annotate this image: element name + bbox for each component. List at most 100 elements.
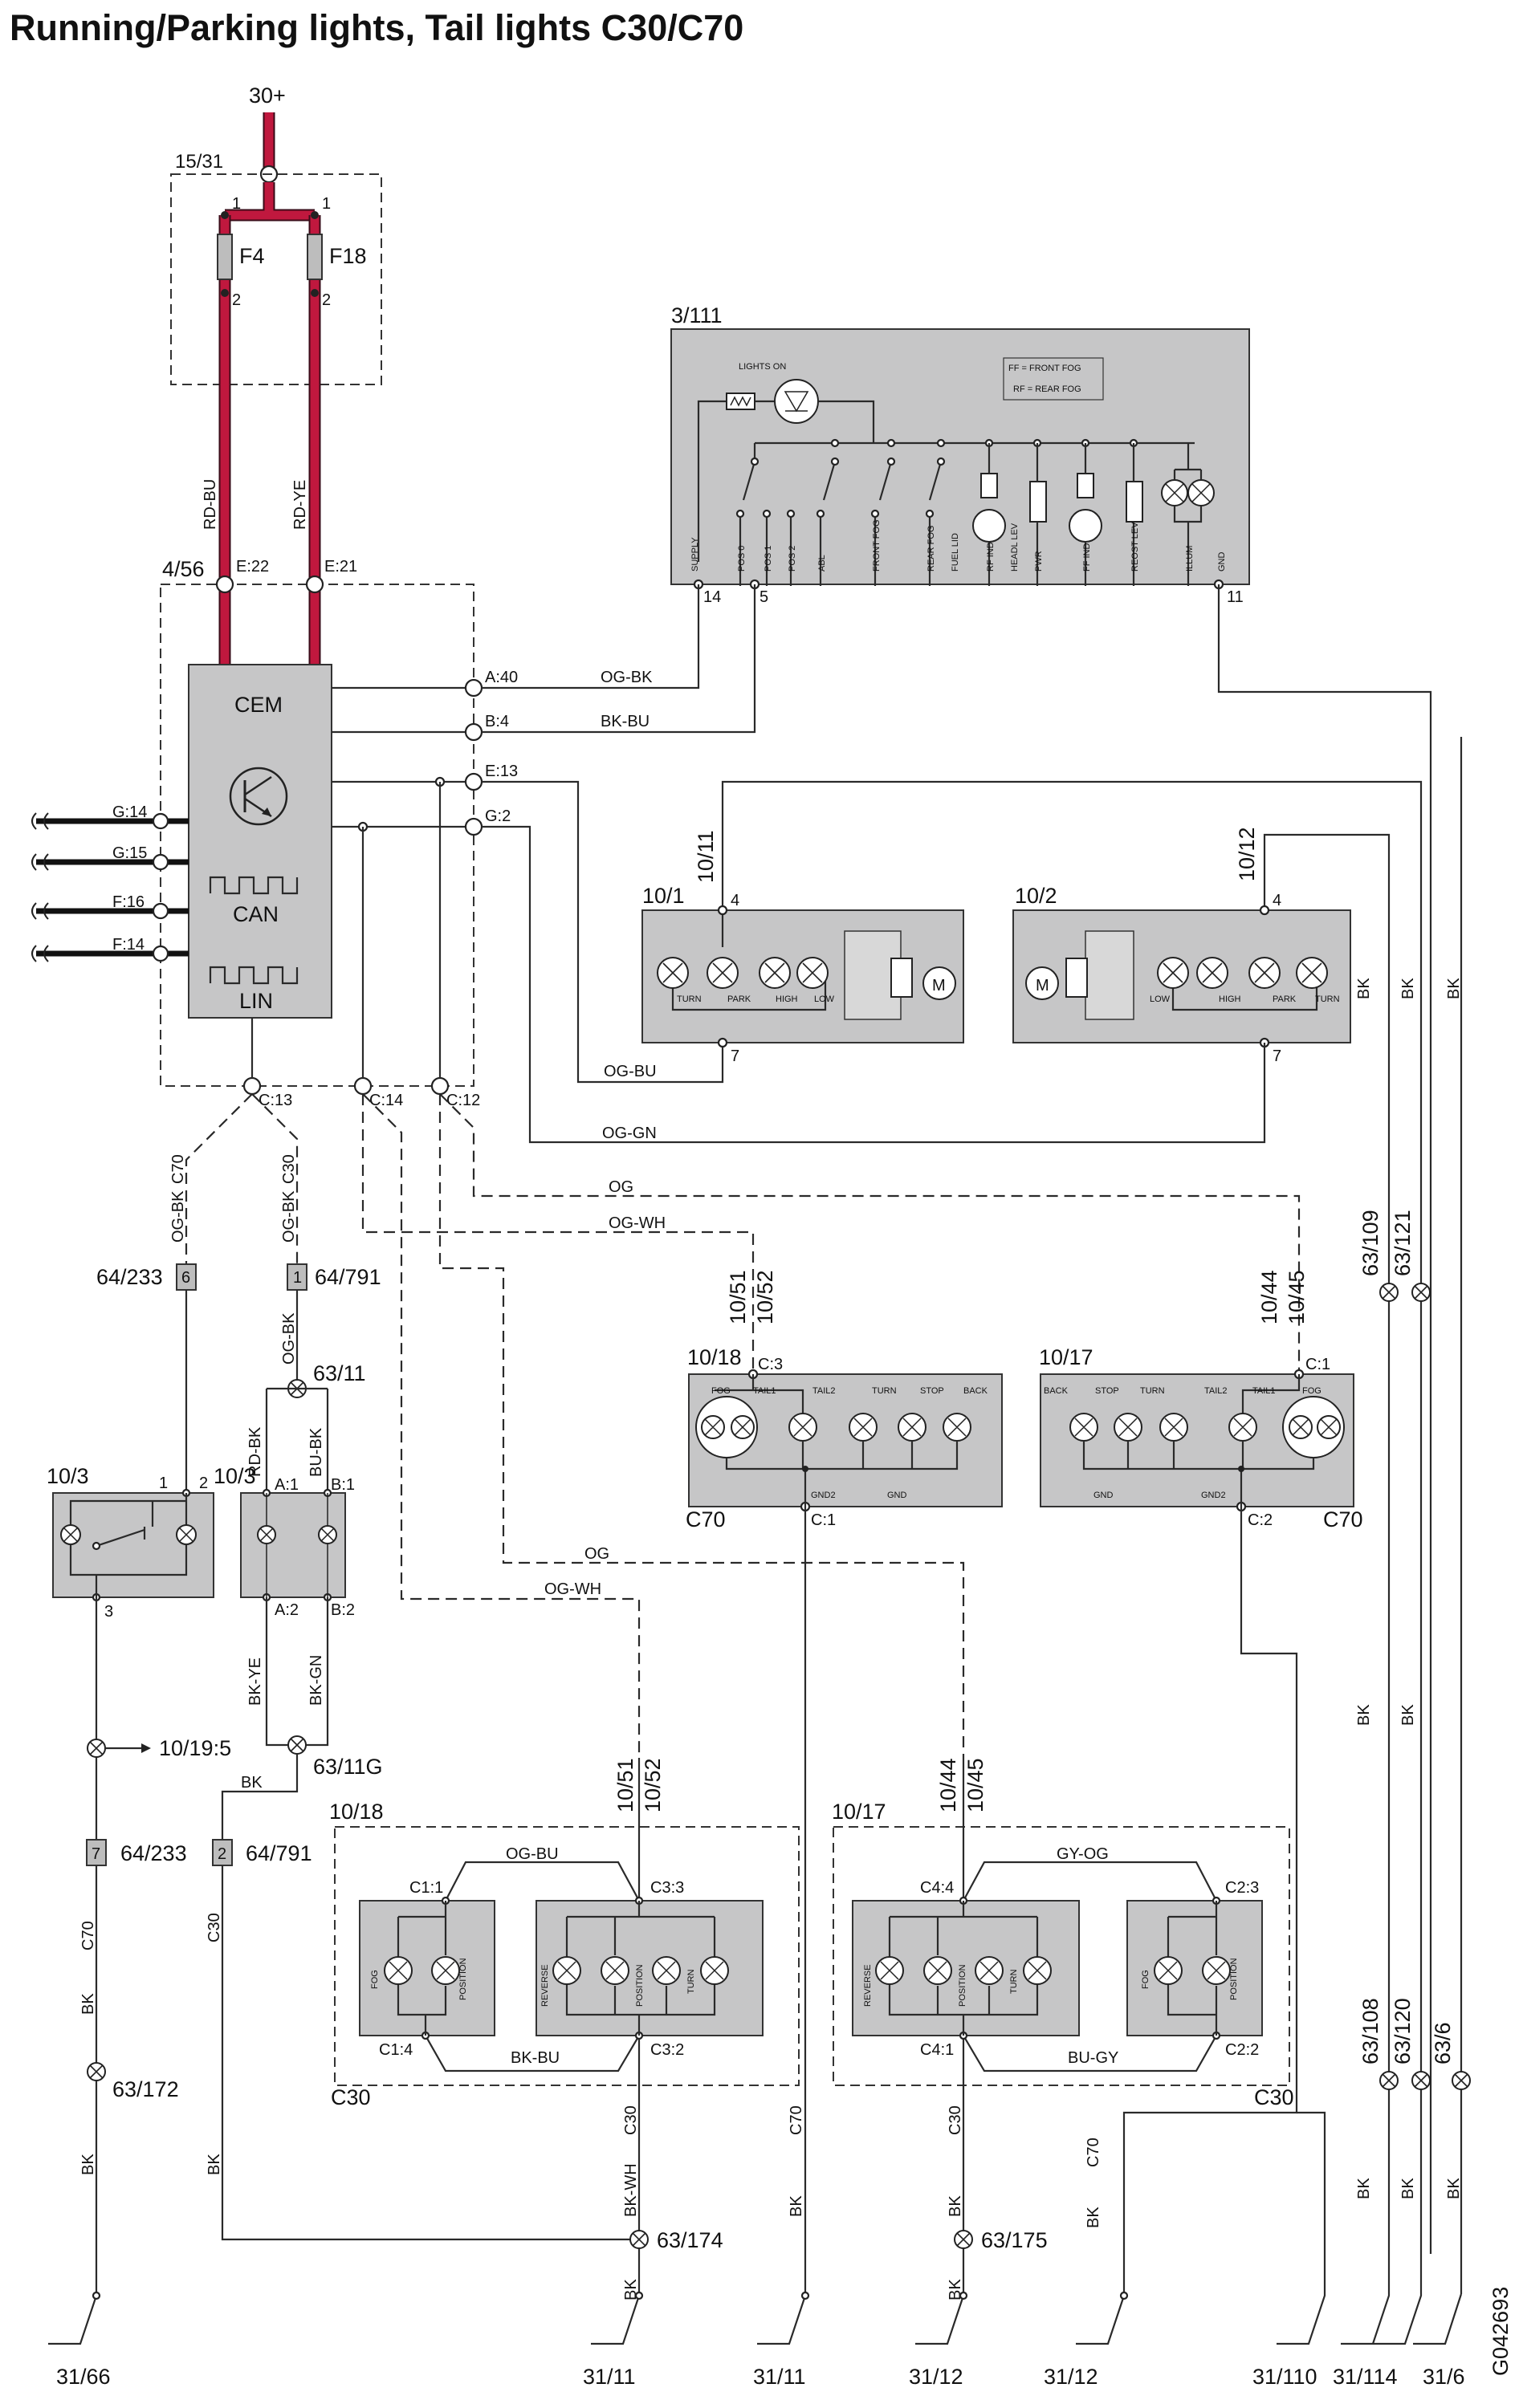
- svg-text:POS 2: POS 2: [788, 546, 797, 571]
- svg-text:C70: C70: [1323, 1507, 1363, 1531]
- bus-breaks: [31, 812, 49, 962]
- svg-text:7: 7: [1273, 1047, 1281, 1065]
- svg-text:C2:3: C2:3: [1225, 1879, 1259, 1897]
- cem-module-label: 4/56: [162, 557, 205, 581]
- svg-text:OG-BU: OG-BU: [604, 1063, 657, 1080]
- svg-text:BK: BK: [1355, 2178, 1373, 2199]
- svg-text:63/172: 63/172: [112, 2077, 179, 2101]
- svg-text:POS 1: POS 1: [764, 546, 773, 571]
- svg-text:A:2: A:2: [275, 1601, 299, 1619]
- svg-text:POSITION: POSITION: [635, 1964, 645, 2007]
- svg-text:BK: BK: [947, 2195, 964, 2217]
- svg-text:ABL: ABL: [817, 555, 827, 571]
- svg-text:63/11G: 63/11G: [313, 1755, 383, 1779]
- svg-text:BK: BK: [79, 1993, 97, 2015]
- svg-text:C30: C30: [280, 1154, 298, 1184]
- svg-text:10/52: 10/52: [641, 1758, 665, 1812]
- svg-text:OG-BK: OG-BK: [169, 1190, 187, 1243]
- svg-text:POSITION: POSITION: [1229, 1958, 1239, 2000]
- svg-text:63/121: 63/121: [1391, 1210, 1415, 1276]
- svg-text:OG-BK: OG-BK: [280, 1312, 298, 1365]
- svg-text:31/114: 31/114: [1333, 2365, 1398, 2389]
- svg-text:TURN: TURN: [686, 1969, 696, 1994]
- svg-text:C1:1: C1:1: [409, 1879, 443, 1897]
- svg-text:POS 0: POS 0: [737, 546, 747, 571]
- fuse-box-outline: [170, 173, 382, 385]
- svg-text:BACK: BACK: [1044, 1386, 1069, 1396]
- svg-text:6: 6: [181, 1269, 190, 1287]
- svg-text:OG-WH: OG-WH: [609, 1214, 666, 1232]
- fuse-f4-label: F4: [239, 244, 265, 268]
- svg-text:31/12: 31/12: [1044, 2365, 1098, 2389]
- fuse-box-label: 15/31: [175, 151, 223, 173]
- svg-text:63/108: 63/108: [1358, 1998, 1383, 2064]
- svg-text:TAIL1: TAIL1: [1252, 1386, 1276, 1396]
- svg-text:REVERSE: REVERSE: [863, 1964, 873, 2007]
- svg-text:PARK: PARK: [727, 995, 751, 1004]
- svg-text:B:4: B:4: [485, 713, 509, 730]
- switch-contacts-icon: [742, 438, 1138, 501]
- svg-text:63/109: 63/109: [1358, 1210, 1383, 1276]
- svg-text:PWR: PWR: [1034, 551, 1044, 571]
- bottom-wire-labels: C30 BK-WH BK C70 BK C30 BK BK C70 BK: [622, 2105, 1102, 2300]
- svg-text:C30: C30: [331, 2085, 371, 2109]
- ground-symbols: 31/66 31/11 31/11 31/12 31/12 31/110 31/…: [48, 2111, 1513, 2389]
- svg-text:31/11: 31/11: [583, 2365, 636, 2389]
- svg-text:C70: C70: [169, 1154, 187, 1184]
- svg-text:POSITION: POSITION: [458, 1958, 468, 2000]
- svg-text:C:1: C:1: [811, 1511, 836, 1529]
- svg-text:FOG: FOG: [370, 1970, 380, 1989]
- svg-text:FOG: FOG: [1302, 1386, 1321, 1396]
- svg-text:10/52: 10/52: [753, 1270, 777, 1324]
- svg-text:10/44: 10/44: [936, 1758, 960, 1812]
- svg-text:BK-YE: BK-YE: [246, 1658, 264, 1706]
- svg-text:FF = FRONT FOG: FF = FRONT FOG: [1008, 364, 1081, 373]
- svg-text:G:2: G:2: [485, 807, 511, 825]
- svg-text:64/791: 64/791: [246, 1841, 312, 1865]
- svg-text:HIGH: HIGH: [1219, 995, 1241, 1004]
- svg-text:1: 1: [232, 195, 241, 213]
- svg-text:REAR FOG: REAR FOG: [926, 526, 936, 571]
- svg-text:PARK: PARK: [1273, 995, 1297, 1004]
- svg-text:GND: GND: [887, 1491, 907, 1500]
- svg-text:GND2: GND2: [811, 1491, 836, 1500]
- svg-text:REOST LEV: REOST LEV: [1130, 522, 1140, 571]
- svg-text:FOG: FOG: [711, 1386, 731, 1396]
- svg-text:C70: C70: [788, 2105, 805, 2135]
- switch-pin-labels: SUPPLY POS 0 POS 1 POS 2 ABL FRONT FOG R…: [690, 519, 1227, 571]
- svg-text:C4:1: C4:1: [920, 2041, 954, 2059]
- headlamp-right: 10/2 10/12 4 7 OG-GN LOW HIGH PARK TURN …: [482, 825, 1391, 2255]
- supply-label: 30+: [249, 83, 286, 108]
- svg-text:BK: BK: [1445, 2178, 1463, 2199]
- svg-text:C4:4: C4:4: [920, 1879, 954, 1897]
- svg-text:LIGHTS ON: LIGHTS ON: [739, 362, 786, 372]
- svg-text:A:40: A:40: [485, 669, 518, 686]
- svg-text:C70: C70: [1085, 2138, 1102, 2167]
- fuse-f18-label: F18: [329, 244, 367, 268]
- svg-text:10/17: 10/17: [1039, 1345, 1093, 1369]
- svg-text:OG-GN: OG-GN: [602, 1125, 657, 1142]
- svg-text:A:1: A:1: [275, 1476, 299, 1494]
- svg-text:C30: C30: [947, 2105, 964, 2135]
- svg-text:31/110: 31/110: [1252, 2365, 1317, 2389]
- svg-text:SUPPLY: SUPPLY: [690, 537, 700, 571]
- svg-text:10/17: 10/17: [832, 1800, 886, 1824]
- lin-label: LIN: [239, 989, 273, 1013]
- svg-text:10/19:5: 10/19:5: [159, 1736, 231, 1760]
- svg-text:11: 11: [1227, 588, 1244, 606]
- svg-text:10/45: 10/45: [963, 1758, 988, 1812]
- svg-text:BACK: BACK: [963, 1386, 988, 1396]
- svg-text:10/18: 10/18: [687, 1345, 742, 1369]
- svg-text:BK: BK: [1085, 2207, 1102, 2228]
- svg-text:C:12: C:12: [446, 1092, 480, 1109]
- svg-text:FRONT FOG: FRONT FOG: [872, 519, 882, 571]
- svg-text:GND: GND: [1217, 552, 1227, 572]
- svg-text:OG-BK: OG-BK: [280, 1190, 298, 1243]
- svg-text:OG-BK: OG-BK: [601, 669, 653, 686]
- svg-text:BU-BK: BU-BK: [307, 1427, 325, 1477]
- svg-text:TAIL2: TAIL2: [1204, 1386, 1228, 1396]
- svg-text:2: 2: [218, 1845, 226, 1863]
- indicator-led-icon: [774, 379, 819, 424]
- svg-text:F:14: F:14: [112, 936, 145, 954]
